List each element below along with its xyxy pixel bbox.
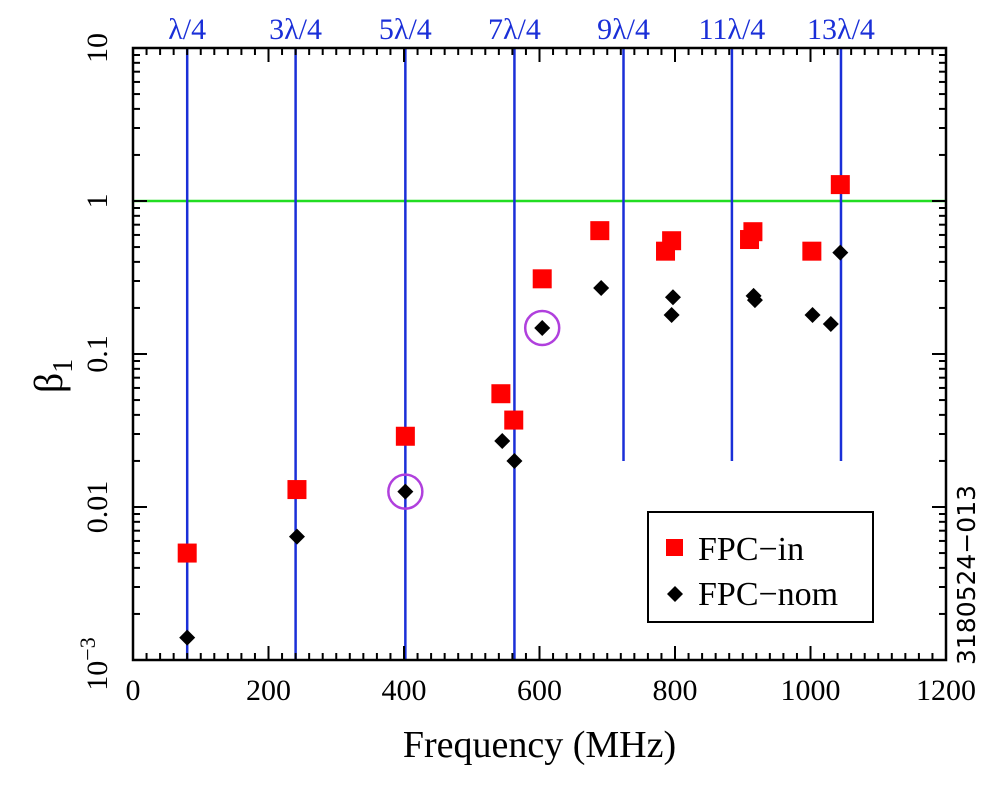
point-fpc-in [830, 175, 850, 195]
point-fpc-in [287, 480, 307, 500]
point-fpc-nom [288, 528, 305, 545]
point-fpc-in [177, 543, 197, 563]
figure-id-label: 3180524−013 [952, 485, 981, 665]
x-tick-label: 800 [653, 674, 698, 707]
x-tick-label: 200 [246, 674, 291, 707]
harmonic-label: 7λ/4 [488, 13, 541, 46]
point-fpc-nom [397, 483, 414, 500]
point-fpc-in [395, 426, 415, 446]
y-tick-label: 1 [81, 194, 114, 209]
point-fpc-in [590, 221, 610, 241]
point-fpc-in [504, 410, 524, 430]
point-fpc-nom [494, 433, 511, 450]
y-tick-label: 10−3 [75, 637, 114, 690]
legend-box [647, 511, 874, 623]
highlight-circle [387, 473, 424, 510]
x-tick-label: 1200 [916, 674, 976, 707]
harmonic-label: λ/4 [168, 13, 206, 46]
legend: FPC−in FPC−nom [647, 511, 874, 623]
data-points [177, 175, 850, 646]
legend-label-fpc-nom: FPC−nom [698, 576, 838, 613]
x-tick-label: 400 [382, 674, 427, 707]
point-fpc-nom [506, 452, 523, 469]
x-axis-label: Frequency (MHz) [403, 724, 676, 766]
x-tick-label: 0 [126, 674, 141, 707]
y-tick-label-base: 10 [81, 661, 114, 691]
point-fpc-in [743, 222, 763, 242]
y-axis-label-subscript: 1 [48, 359, 79, 373]
harmonic-label: 3λ/4 [269, 13, 322, 46]
point-fpc-nom [832, 244, 849, 261]
point-fpc-nom [534, 319, 551, 336]
y-tick-label: 10 [81, 33, 114, 63]
point-fpc-nom [593, 280, 610, 297]
y-axis-label: β1 [26, 359, 79, 393]
point-fpc-nom [179, 629, 196, 646]
point-fpc-in [491, 384, 511, 404]
harmonic-lines: λ/4 3λ/4 5λ/4 7λ/4 9λ/4 11λ/4 13λ/4 [168, 13, 875, 660]
harmonic-label: 5λ/4 [379, 13, 432, 46]
point-fpc-in [662, 231, 682, 251]
point-fpc-nom [804, 306, 821, 323]
y-tick-label: 0.01 [81, 481, 114, 534]
plot-frame [131, 46, 948, 662]
point-fpc-nom [746, 292, 763, 309]
legend-marker-fpc-nom [667, 586, 683, 602]
highlight-circle [523, 309, 561, 347]
harmonic-label: 13λ/4 [807, 13, 875, 46]
x-tick-label: 600 [517, 674, 562, 707]
y-tick-label-exponent: −3 [75, 637, 100, 660]
harmonic-label: 11λ/4 [699, 13, 766, 46]
y-axis-label-symbol: β [26, 373, 71, 393]
point-fpc-nom [664, 289, 681, 306]
point-fpc-nom [663, 306, 680, 323]
y-axis-label-text: β1 [26, 359, 79, 393]
x-tick-label: 1000 [781, 674, 841, 707]
harmonic-label: 9λ/4 [597, 13, 650, 46]
legend-marker-fpc-in [666, 539, 683, 556]
legend-label-fpc-in: FPC−in [698, 531, 804, 568]
point-fpc-in [802, 241, 822, 261]
point-fpc-in [532, 269, 552, 289]
y-tick-label: 0.1 [81, 335, 114, 373]
point-fpc-nom [822, 316, 839, 333]
